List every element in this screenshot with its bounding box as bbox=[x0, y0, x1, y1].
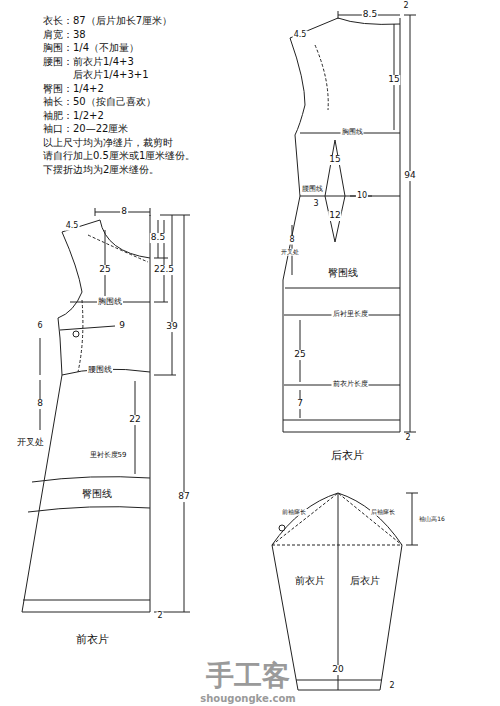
pattern-label: 9 bbox=[118, 321, 126, 331]
pattern-label: 8.5 bbox=[150, 233, 166, 243]
note-text: 以上尺寸均为净缝片，裁剪时 bbox=[42, 136, 174, 147]
hem-line bbox=[22, 600, 150, 612]
pattern-label: 8 bbox=[36, 399, 44, 409]
armhole-line bbox=[290, 38, 305, 135]
dimension-line bbox=[292, 196, 372, 418]
pattern-label: 臀围线 bbox=[327, 267, 359, 278]
pattern-label: 臀围线 bbox=[81, 488, 113, 499]
sleeve-center-line bbox=[338, 493, 339, 690]
dimension-line bbox=[338, 11, 400, 19]
pattern-label: 25 bbox=[293, 350, 306, 360]
sleeve-cap-guide bbox=[272, 493, 402, 545]
watermark: shougongke.com bbox=[199, 693, 297, 704]
pattern-label: 6 bbox=[36, 322, 43, 331]
pattern-label: 10 bbox=[356, 192, 368, 201]
pattern-label: 8 bbox=[120, 207, 128, 217]
note-text: 请自行加上0.5厘米或1厘米缝份。 bbox=[42, 150, 196, 161]
pattern-label: 12 bbox=[328, 211, 341, 221]
note-text: 腰围：前衣片1/4+3 bbox=[42, 55, 135, 66]
pattern-label: 22 bbox=[128, 415, 141, 425]
pattern-label: 15 bbox=[387, 75, 400, 85]
note-text: 胸围：1/4（不加量） bbox=[42, 42, 140, 53]
pattern-label: 2 bbox=[388, 682, 395, 691]
guide-line bbox=[284, 133, 400, 385]
pattern-label: 前袖窿长 bbox=[281, 509, 307, 516]
dimension-line bbox=[406, 493, 418, 545]
pattern-label: 39 bbox=[165, 322, 178, 332]
note-text: 臀围：1/4+2 bbox=[42, 82, 105, 93]
note-text: 袖口：20—22厘米 bbox=[42, 123, 129, 134]
side-seam bbox=[283, 135, 300, 432]
leader-line bbox=[60, 326, 115, 330]
shoulder-line bbox=[62, 220, 100, 232]
dimension-line bbox=[95, 208, 150, 216]
pattern-label: 腰围线 bbox=[301, 186, 324, 194]
note-text: 下摆折边均为2厘米缝份。 bbox=[42, 163, 160, 174]
pattern-label: 2 bbox=[402, 2, 409, 11]
sleeve-side bbox=[272, 545, 402, 690]
pattern-label: 87 bbox=[177, 492, 190, 502]
pattern-label: 25 bbox=[98, 265, 111, 275]
pattern-label: 后袖窿长 bbox=[370, 509, 396, 516]
pattern-label: 20 bbox=[331, 665, 344, 675]
side-seam bbox=[22, 318, 62, 612]
pattern-label: 2 bbox=[404, 434, 411, 443]
pattern-label: 15 bbox=[328, 155, 341, 165]
pattern-label: 7 bbox=[296, 399, 304, 409]
waist-dart bbox=[325, 140, 345, 242]
pattern-label: 后衬里长度 bbox=[332, 311, 369, 319]
button-mark bbox=[73, 331, 79, 337]
pattern-label: 前衣片长度 bbox=[332, 381, 369, 389]
pattern-label: 腰围线 bbox=[87, 366, 113, 375]
note-text: 肩宽：38 bbox=[42, 28, 87, 39]
note-text: 袖长：50（按自己喜欢） bbox=[42, 96, 157, 107]
sleeve-cap bbox=[272, 493, 402, 545]
pattern-label: 开叉处 bbox=[280, 249, 300, 256]
lining-line bbox=[78, 235, 148, 372]
pattern-label: 袖山高16 bbox=[418, 516, 446, 523]
pattern-label: 22.5 bbox=[153, 265, 175, 275]
pattern-label: 后衣片 bbox=[330, 450, 365, 462]
center-front-line bbox=[150, 215, 151, 612]
watermark: 手工客 bbox=[205, 661, 291, 692]
pattern-label: 里衬长度59 bbox=[89, 452, 128, 460]
notch-mark bbox=[279, 525, 285, 531]
pattern-label: 开叉处 bbox=[16, 438, 45, 448]
armhole-line bbox=[58, 232, 82, 318]
hem-line bbox=[296, 680, 382, 681]
pattern-label: 4.5 bbox=[65, 222, 80, 231]
pattern-label: 胸围线 bbox=[97, 298, 123, 307]
note-text: 袖肥：1/2+2 bbox=[42, 109, 105, 120]
pattern-group bbox=[22, 11, 418, 690]
pattern-label: 2 bbox=[156, 612, 163, 621]
pattern-label: 3 bbox=[312, 200, 319, 209]
pattern-label: 后衣片 bbox=[349, 575, 381, 586]
pattern-label: 胸围线 bbox=[341, 129, 364, 137]
sleeve-width-line bbox=[272, 545, 402, 546]
dimension-line bbox=[40, 338, 41, 430]
hem-line bbox=[283, 420, 400, 432]
pattern-label: 8.5 bbox=[362, 10, 378, 20]
note-text: 后衣片1/4+3+1 bbox=[72, 69, 150, 80]
hip-line bbox=[28, 477, 150, 512]
note-text: 衣长：87（后片加长7厘米） bbox=[42, 15, 173, 26]
pattern-label: 4.5 bbox=[293, 31, 308, 40]
pattern-label: 8 bbox=[288, 236, 295, 245]
pattern-label: 前衣片 bbox=[75, 634, 110, 646]
lining-line bbox=[315, 45, 328, 110]
pattern-label: 94 bbox=[403, 171, 416, 181]
pattern-label: 前衣片 bbox=[294, 575, 326, 586]
